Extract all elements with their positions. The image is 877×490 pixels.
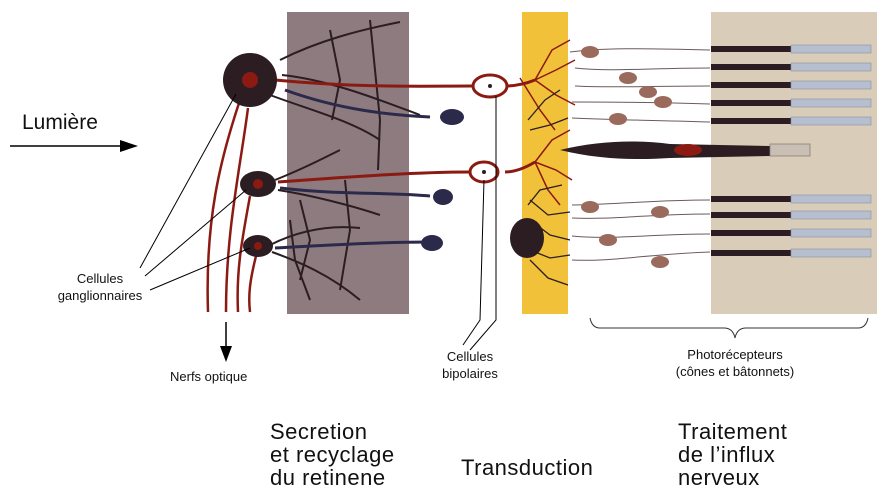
- light-arrow: [10, 140, 138, 152]
- light-label: Lumière: [22, 111, 98, 135]
- zone-processing-label: Traitement de l’influx nerveux: [678, 420, 787, 489]
- zone-secretion-label: Secretion et recyclage du retinene: [270, 420, 395, 489]
- bipolar-somata: [421, 109, 464, 251]
- bipolar-ring-cells: [470, 75, 507, 182]
- photoreceptors-label: Photorécepteurs (cônes et bâtonnets): [640, 346, 830, 380]
- zone-transduction-band: [522, 12, 568, 314]
- photoreceptor-brace: [590, 318, 868, 338]
- optic-nerve-arrow: [220, 322, 232, 362]
- zone-transduction-label: Transduction: [461, 456, 593, 479]
- zone-processing-band: [711, 12, 877, 314]
- ganglion-cells-label: Cellules ganglionnaires: [45, 270, 155, 304]
- optic-nerves-label: Nerfs optique: [170, 368, 247, 385]
- zone-secretion-band: [287, 12, 409, 314]
- bipolar-cells-label: Cellules bipolaires: [420, 348, 520, 382]
- horizontal-cell-body: [510, 218, 544, 258]
